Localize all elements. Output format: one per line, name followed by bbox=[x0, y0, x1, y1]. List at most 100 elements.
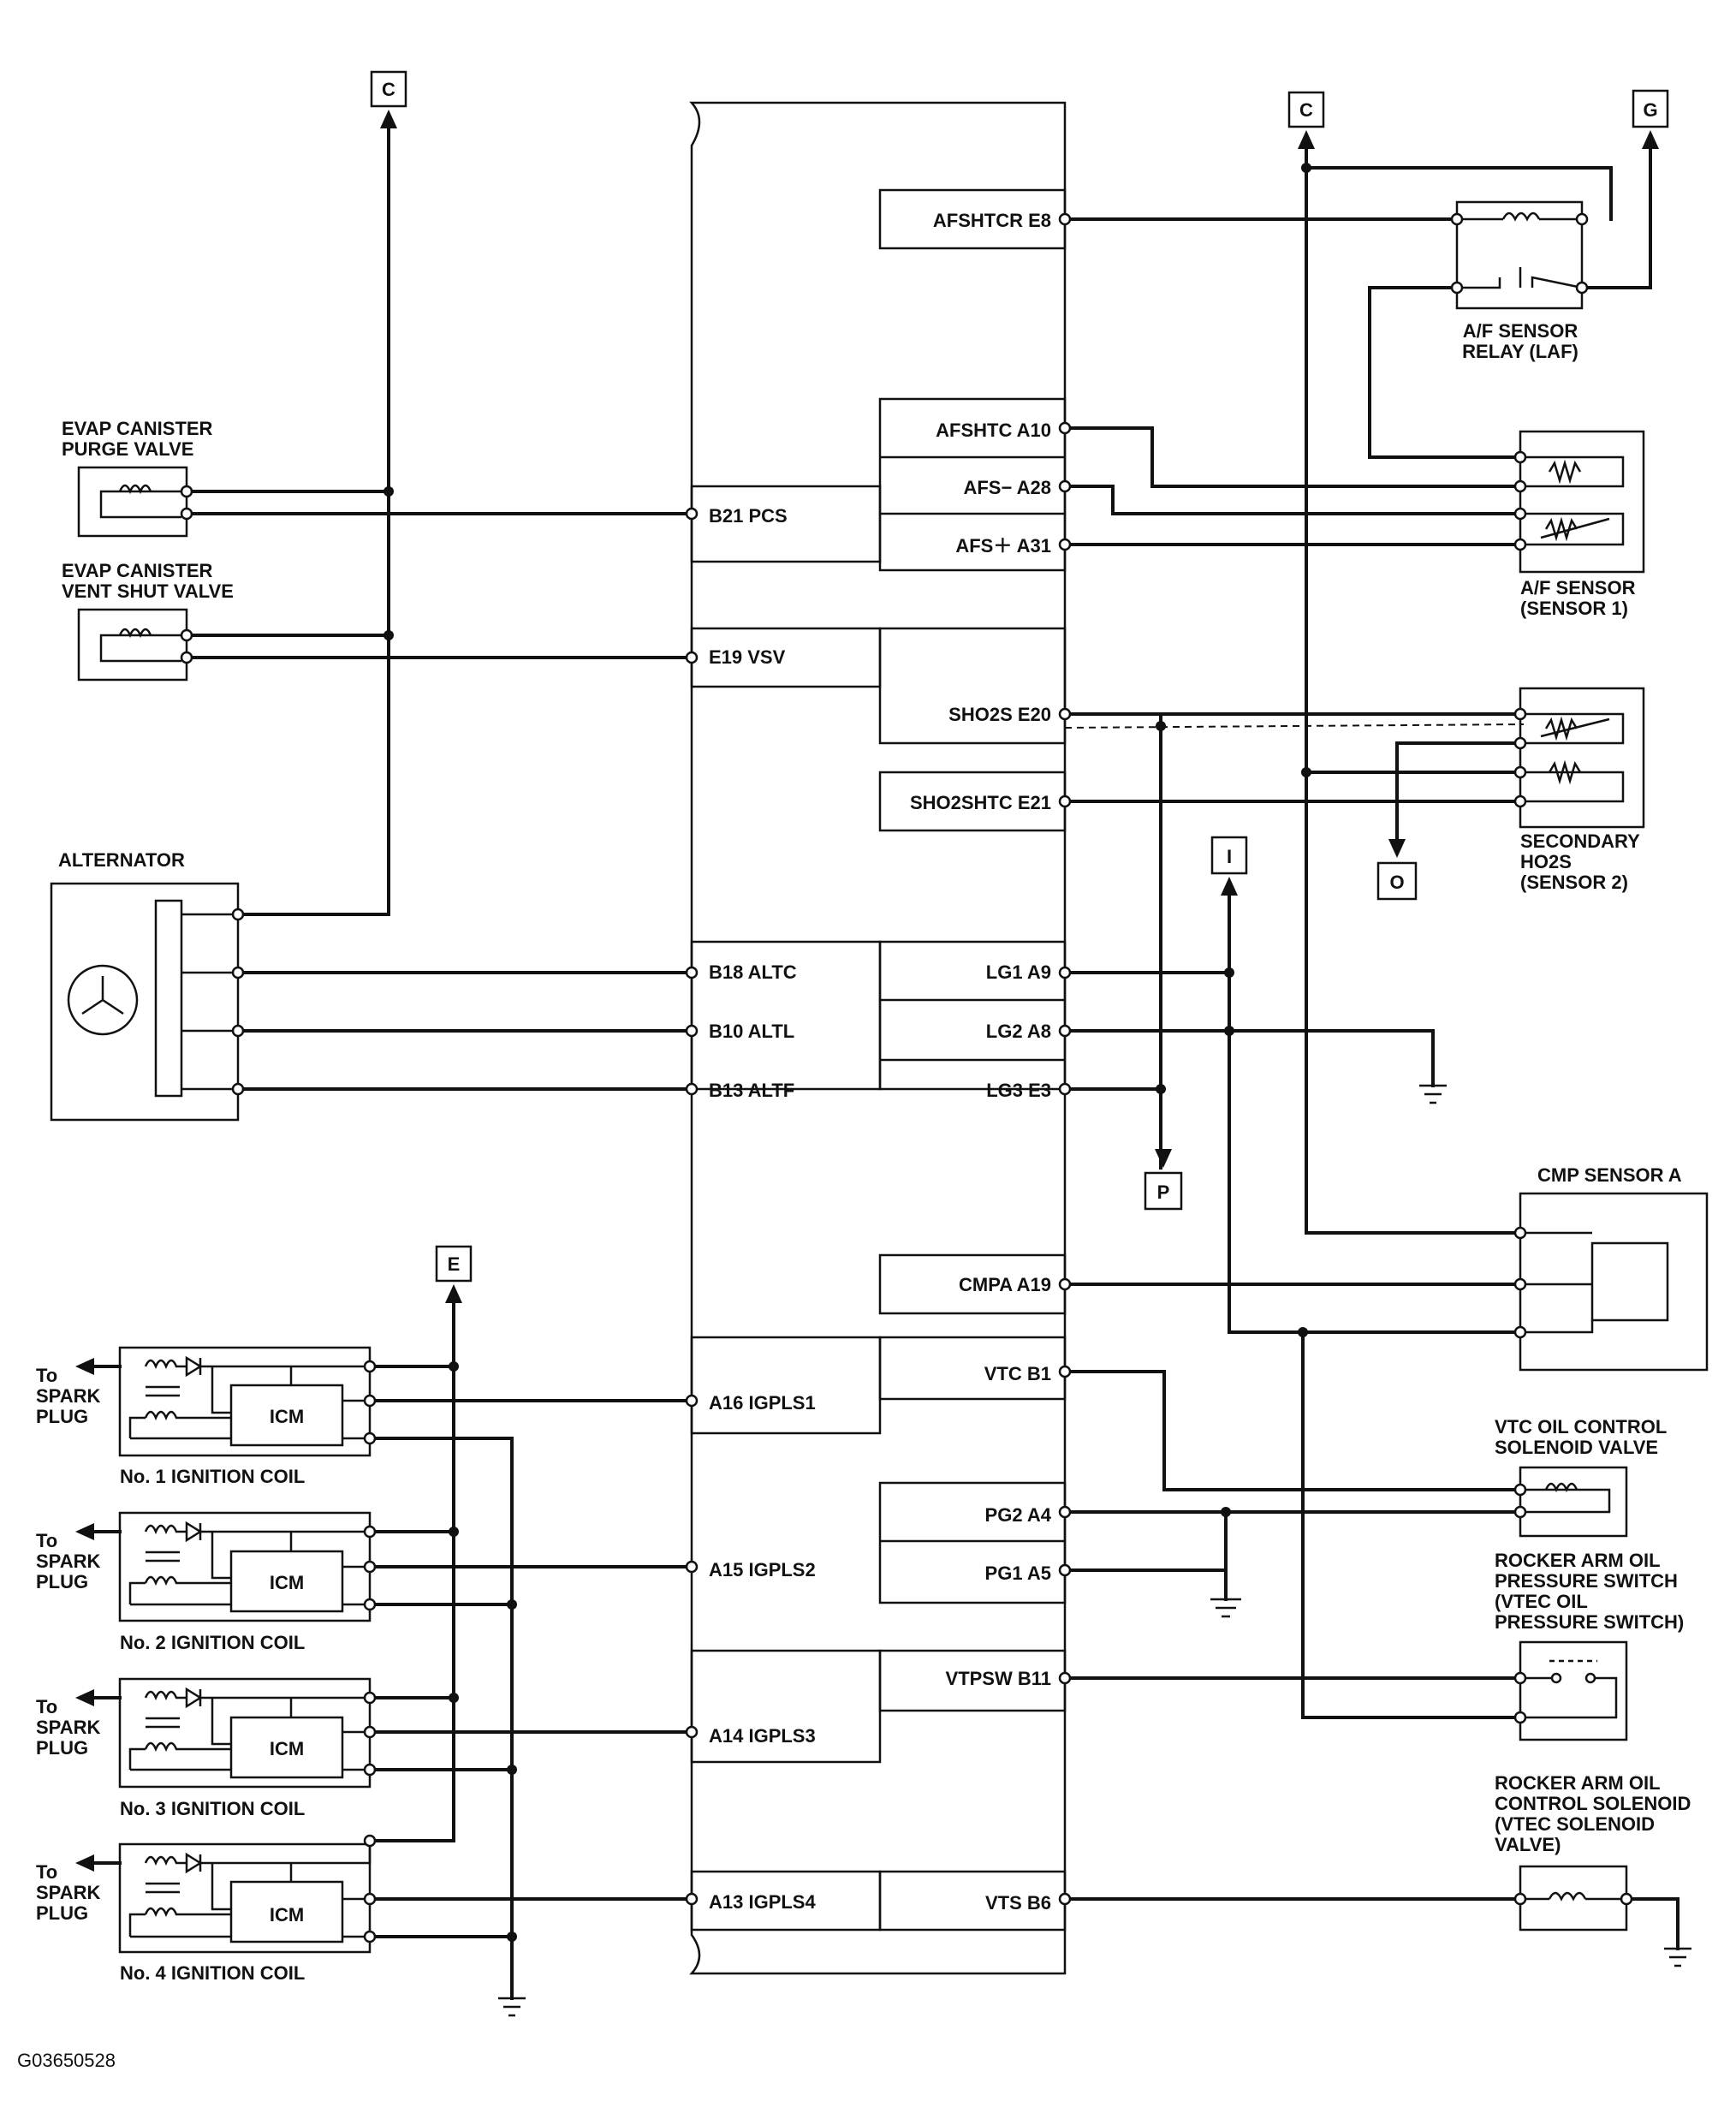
icm-label-1: ICM bbox=[270, 1406, 304, 1427]
icm-label-3: ICM bbox=[270, 1738, 304, 1759]
alternator: ALTERNATOR bbox=[50, 849, 245, 1122]
arrow-heads bbox=[75, 110, 1659, 1872]
pin-b21-label: B21 PCS bbox=[709, 505, 788, 527]
secondary-ho2s: SECONDARY HO2S (SENSOR 2) bbox=[1513, 687, 1645, 893]
pin-a4-label: PG2 A4 bbox=[985, 1504, 1052, 1526]
evap-vent-valve: EVAP CANISTER VENT SHUT VALVE bbox=[62, 560, 234, 682]
cmp-sensor-a: CMP SENSOR A bbox=[1513, 1164, 1709, 1372]
icm-label-2: ICM bbox=[270, 1572, 304, 1593]
ground-pg bbox=[1210, 1598, 1241, 1618]
spark-spark-3: SPARK bbox=[36, 1717, 100, 1738]
shield-dashed-line bbox=[1064, 723, 1525, 729]
spark-spark-4: SPARK bbox=[36, 1882, 100, 1903]
spark-to-3: To bbox=[36, 1696, 57, 1717]
rocker-sol-label-4: VALVE) bbox=[1495, 1834, 1561, 1855]
vtc-solenoid-valve: VTC OIL CONTROL SOLENOID VALVE bbox=[1495, 1416, 1667, 1538]
rocker-sol-label-3: (VTEC SOLENOID bbox=[1495, 1813, 1655, 1835]
evap-vent-label-2: VENT SHUT VALVE bbox=[62, 580, 234, 602]
connector-c-right: C bbox=[1299, 99, 1313, 121]
cmp-sensor-label: CMP SENSOR A bbox=[1537, 1164, 1682, 1186]
pin-b13-label: B13 ALTF bbox=[709, 1080, 794, 1101]
connector-c-left: C bbox=[382, 79, 395, 100]
ho2s-label-3: (SENSOR 2) bbox=[1520, 872, 1628, 893]
pin-e19-label: E19 VSV bbox=[709, 646, 786, 668]
ecm-left-pin-labels: B21 PCS E19 VSV B18 ALTC B10 ALTL B13 AL… bbox=[709, 505, 816, 1913]
pin-b1-label: VTC B1 bbox=[984, 1363, 1051, 1384]
pin-b11-label: VTPSW B11 bbox=[946, 1668, 1051, 1689]
af-sensor-relay: A/F SENSOR RELAY (LAF) bbox=[1450, 200, 1589, 362]
connector-g: G bbox=[1643, 99, 1657, 121]
rocker-sw-label-1: ROCKER ARM OIL bbox=[1495, 1550, 1661, 1571]
rocker-sw-label-2: PRESSURE SWITCH bbox=[1495, 1570, 1678, 1592]
evap-vent-label-1: EVAP CANISTER bbox=[62, 560, 213, 581]
left-wiring bbox=[92, 127, 693, 2000]
rocker-sol-label-1: ROCKER ARM OIL bbox=[1495, 1772, 1661, 1794]
ecm-right-pin-labels: AFSHTCR E8 AFSHTC A10 AFS− A28 AFS＋ A31 … bbox=[910, 210, 1052, 1914]
coil-4-label: No. 4 IGNITION COIL bbox=[120, 1962, 305, 1984]
ground-vtec-solenoid bbox=[1664, 1947, 1691, 1967]
evap-purge-label-2: PURGE VALVE bbox=[62, 438, 193, 460]
af-sensor-label-2: (SENSOR 1) bbox=[1520, 598, 1628, 619]
evap-purge-valve: EVAP CANISTER PURGE VALVE bbox=[62, 418, 213, 538]
ecm-left-terminals bbox=[685, 507, 699, 1906]
ignition-coil-2: To SPARK PLUG ICM No. 2 IGNITION COIL bbox=[36, 1511, 377, 1653]
ignition-coil-3: To SPARK PLUG ICM No. 3 IGNITION COIL bbox=[36, 1677, 377, 1819]
pin-a16-label: A16 IGPLS1 bbox=[709, 1392, 816, 1414]
icm-label-4: ICM bbox=[270, 1904, 304, 1926]
pin-e3-label: LG3 E3 bbox=[986, 1080, 1051, 1101]
vtc-label-2: SOLENOID VALVE bbox=[1495, 1437, 1658, 1458]
af-sensor-label-1: A/F SENSOR bbox=[1520, 577, 1636, 598]
spark-plug-4: PLUG bbox=[36, 1902, 88, 1924]
pin-a5-label: PG1 A5 bbox=[985, 1562, 1051, 1584]
ground-symbols bbox=[498, 1084, 1691, 2017]
pin-a15-label: A15 IGPLS2 bbox=[709, 1559, 816, 1580]
spark-to-1: To bbox=[36, 1365, 57, 1386]
connector-p: P bbox=[1157, 1182, 1170, 1203]
rocker-sw-label-3: (VTEC OIL bbox=[1495, 1591, 1588, 1612]
pin-a19-label: CMPA A19 bbox=[959, 1274, 1051, 1295]
pin-a9-label: LG1 A9 bbox=[986, 961, 1051, 983]
connector-tags: C C G I O P E bbox=[370, 70, 1669, 1283]
vtc-label-1: VTC OIL CONTROL bbox=[1495, 1416, 1667, 1438]
spark-spark-2: SPARK bbox=[36, 1551, 100, 1572]
spark-to-4: To bbox=[36, 1861, 57, 1883]
coil-3-label: No. 3 IGNITION COIL bbox=[120, 1798, 305, 1819]
pin-a28-label: AFS− A28 bbox=[963, 477, 1051, 498]
spark-to-2: To bbox=[36, 1530, 57, 1551]
ground-lg bbox=[1419, 1084, 1447, 1104]
pin-e20-label: SHO2S E20 bbox=[948, 704, 1051, 725]
pin-e8-label: AFSHTCR E8 bbox=[933, 210, 1051, 231]
spark-plug-3: PLUG bbox=[36, 1737, 88, 1759]
rocker-arm-control-solenoid: ROCKER ARM OIL CONTROL SOLENOID (VTEC SO… bbox=[1495, 1772, 1691, 1932]
right-wiring bbox=[1063, 147, 1680, 1950]
spark-plug-1: PLUG bbox=[36, 1406, 88, 1427]
pin-b10-label: B10 ALTL bbox=[709, 1021, 794, 1042]
af-relay-label-2: RELAY (LAF) bbox=[1462, 341, 1578, 362]
rocker-arm-pressure-switch: ROCKER ARM OIL PRESSURE SWITCH (VTEC OIL… bbox=[1495, 1550, 1684, 1741]
ignition-coil-1: To SPARK PLUG ICM No. 1 IGNITION COIL bbox=[36, 1346, 377, 1487]
ho2s-label-1: SECONDARY bbox=[1520, 830, 1640, 852]
ecm-right-terminals bbox=[1058, 212, 1072, 1906]
junction-dots bbox=[383, 163, 1311, 1942]
ignition-coil-4: To SPARK PLUG ICM No. 4 IGNITION COIL bbox=[36, 1834, 377, 1984]
af-sensor-1: A/F SENSOR (SENSOR 1) bbox=[1513, 430, 1645, 619]
pin-b18-label: B18 ALTC bbox=[709, 961, 797, 983]
connector-o: O bbox=[1389, 872, 1404, 893]
pin-a13-label: A13 IGPLS4 bbox=[709, 1891, 816, 1913]
coil-1-label: No. 1 IGNITION COIL bbox=[120, 1466, 305, 1487]
alternator-label: ALTERNATOR bbox=[58, 849, 185, 871]
pin-a14-label: A14 IGPLS3 bbox=[709, 1725, 816, 1747]
af-relay-label-1: A/F SENSOR bbox=[1463, 320, 1578, 342]
spark-plug-2: PLUG bbox=[36, 1571, 88, 1592]
pin-a31-label: AFS＋ A31 bbox=[955, 535, 1051, 557]
ground-ignition bbox=[498, 1997, 526, 2017]
rocker-sol-label-2: CONTROL SOLENOID bbox=[1495, 1793, 1691, 1814]
pin-a8-label: LG2 A8 bbox=[986, 1021, 1051, 1042]
pin-e21-label: SHO2SHTC E21 bbox=[910, 792, 1051, 813]
evap-purge-label-1: EVAP CANISTER bbox=[62, 418, 213, 439]
spark-spark-1: SPARK bbox=[36, 1385, 100, 1407]
pin-a10-label: AFSHTC A10 bbox=[936, 420, 1051, 441]
ho2s-label-2: HO2S bbox=[1520, 851, 1572, 872]
figure-code: G03650528 bbox=[17, 2050, 116, 2071]
